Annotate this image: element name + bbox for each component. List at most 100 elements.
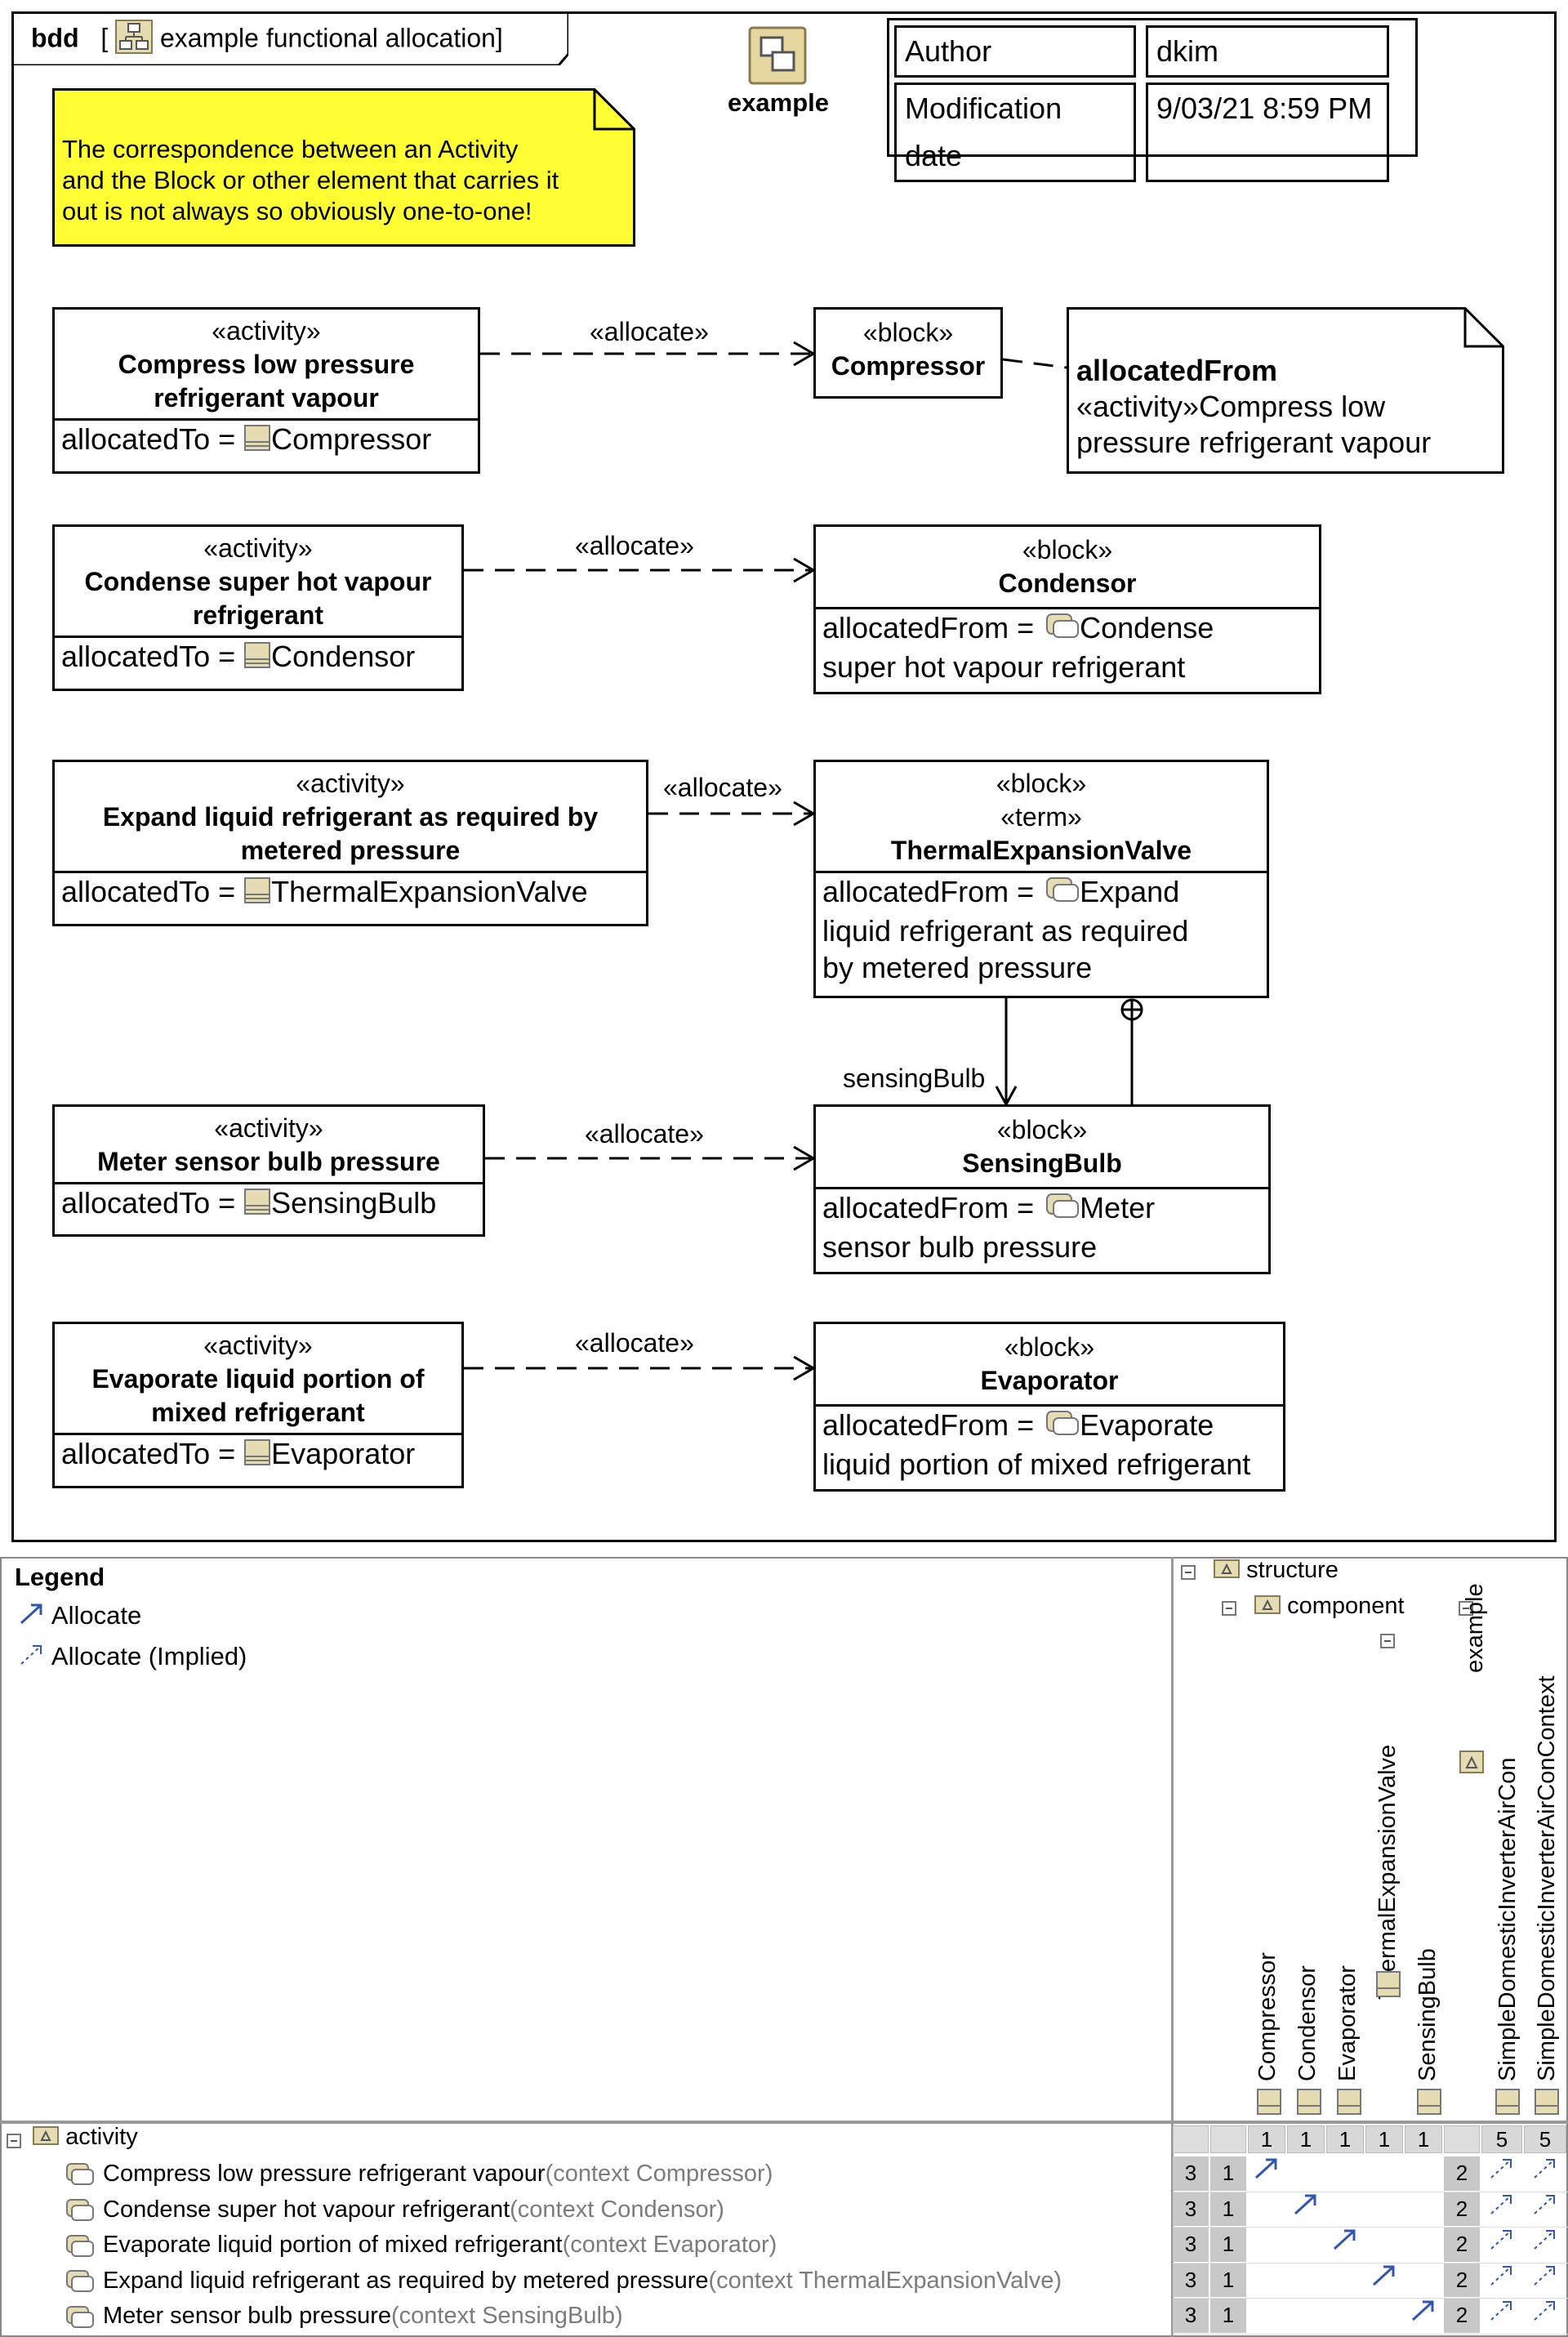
info-value: dkim — [1146, 25, 1389, 78]
matrix-cell[interactable] — [1248, 2156, 1285, 2191]
matrix-cell[interactable] — [1287, 2192, 1325, 2227]
activity-condense[interactable]: «activity» Condense super hot vapour ref… — [52, 524, 464, 691]
matrix-cell[interactable] — [1405, 2156, 1442, 2191]
matrix-cell[interactable]: 1 — [1210, 2299, 1246, 2333]
matrix-cell[interactable] — [1248, 2192, 1285, 2227]
matrix-cell[interactable] — [1481, 2192, 1522, 2227]
matrix-cell[interactable]: 1 — [1210, 2192, 1246, 2227]
matrix-cell[interactable] — [1365, 2228, 1403, 2262]
matrix-cell[interactable]: 2 — [1444, 2263, 1480, 2298]
matrix-cell[interactable] — [1326, 2156, 1364, 2191]
matrix-cell[interactable]: 1 — [1210, 2156, 1246, 2191]
matrix-cell[interactable] — [1287, 2228, 1325, 2262]
allocate-implied-arrow-icon — [1490, 2265, 1512, 2286]
matrix-cell[interactable] — [1248, 2228, 1285, 2262]
collapse-component-toggle[interactable] — [1222, 1601, 1236, 1616]
col-header-sensing-bulb[interactable]: SensingBulb — [1414, 1948, 1441, 2081]
matrix-cell[interactable]: 3 — [1173, 2263, 1209, 2298]
matrix-cell[interactable]: 3 — [1173, 2299, 1209, 2333]
matrix-cell[interactable] — [1524, 2263, 1566, 2298]
collapse-example-toggle[interactable] — [1459, 1601, 1473, 1616]
package-example-icon[interactable] — [746, 25, 808, 87]
matrix-cell[interactable]: 2 — [1444, 2299, 1480, 2333]
matrix-row-label[interactable]: Meter sensor bulb pressure(context Sensi… — [64, 2299, 623, 2335]
matrix-cell[interactable] — [1248, 2263, 1285, 2298]
activity-expand[interactable]: «activity» Expand liquid refrigerant as … — [52, 760, 648, 926]
matrix-total-cell: 1 — [1287, 2125, 1325, 2153]
matrix-cell[interactable]: 3 — [1173, 2228, 1209, 2262]
activity-name: mixed refrigerant — [151, 1398, 365, 1427]
col-header-thermal-expansion-valve[interactable]: ThermalExpansionValve — [1374, 1744, 1401, 2000]
matrix-row-label[interactable]: Evaporate liquid portion of mixed refrig… — [64, 2228, 777, 2263]
activity-meter[interactable]: «activity» Meter sensor bulb pressure al… — [52, 1104, 485, 1237]
block-evaporator[interactable]: «block» Evaporator allocatedFrom = Evapo… — [813, 1322, 1285, 1492]
collapse-activity-toggle[interactable] — [7, 2134, 21, 2148]
matrix-cell[interactable]: 1 — [1210, 2263, 1246, 2298]
matrix-cell[interactable] — [1287, 2263, 1325, 2298]
block-compressor[interactable]: «block» Compressor — [813, 307, 1003, 399]
legend-title: Legend — [15, 1563, 105, 1591]
matrix-cell[interactable] — [1405, 2228, 1442, 2262]
col-header-evaporator[interactable]: Evaporator — [1334, 1965, 1361, 2081]
matrix-cell[interactable] — [1405, 2299, 1442, 2333]
matrix-cell[interactable] — [1326, 2299, 1364, 2333]
col-header-aircon[interactable]: SimpleDomesticInverterAirCon — [1494, 1757, 1521, 2081]
col-header-example[interactable]: example — [1462, 1583, 1488, 1673]
block-condensor[interactable]: «block» Condensor allocatedFrom = Conden… — [813, 524, 1321, 694]
allocate-implied-arrow-icon — [1490, 2230, 1512, 2250]
activity-icon — [1042, 1192, 1080, 1229]
matrix-cell[interactable] — [1365, 2299, 1403, 2333]
collapse-structure-toggle[interactable] — [1181, 1565, 1196, 1580]
matrix-row-label[interactable]: Compress low pressure refrigerant vapour… — [64, 2156, 773, 2192]
matrix-cell[interactable]: 2 — [1444, 2228, 1480, 2262]
matrix-cell[interactable] — [1481, 2228, 1522, 2262]
allocate-implied-arrow-icon — [1534, 2194, 1555, 2214]
matrix-cell[interactable] — [1524, 2156, 1566, 2191]
matrix-cell[interactable] — [1287, 2156, 1325, 2191]
matrix-cell[interactable] — [1481, 2263, 1522, 2298]
comment-note[interactable]: The correspondence between an Activity a… — [52, 88, 635, 247]
allocate-label: «allocate» — [663, 773, 782, 802]
matrix-row-label[interactable]: Expand liquid refrigerant as required by… — [64, 2263, 1062, 2299]
matrix-cell[interactable] — [1405, 2263, 1442, 2298]
matrix-row-label[interactable]: Condense super hot vapour refrigerant(co… — [64, 2192, 724, 2228]
col-group-structure[interactable]: structure — [1214, 1557, 1339, 1585]
matrix-total-cell: 1 — [1405, 2125, 1442, 2153]
package-example-label[interactable]: example — [727, 88, 830, 117]
matrix-cell[interactable] — [1287, 2299, 1325, 2333]
allocation-matrix — [0, 1557, 1568, 2337]
block-icon — [1535, 2089, 1559, 2115]
matrix-cell[interactable]: 2 — [1444, 2156, 1480, 2191]
collapse-tev-toggle[interactable] — [1380, 1634, 1395, 1648]
matrix-cell[interactable]: 3 — [1173, 2192, 1209, 2227]
allocated-from-note[interactable]: allocatedFrom «activity»Compress low pre… — [1067, 307, 1504, 474]
matrix-cell[interactable] — [1405, 2192, 1442, 2227]
activity-icon — [66, 2163, 94, 2186]
activity-compress[interactable]: «activity» Compress low pressure refrige… — [52, 307, 480, 474]
matrix-cell[interactable]: 2 — [1444, 2192, 1480, 2227]
matrix-cell[interactable] — [1481, 2156, 1522, 2191]
col-header-compressor[interactable]: Compressor — [1254, 1952, 1281, 2081]
col-header-condensor[interactable]: Condensor — [1294, 1965, 1321, 2081]
matrix-cell[interactable] — [1365, 2156, 1403, 2191]
matrix-cell[interactable] — [1481, 2299, 1522, 2333]
matrix-cell[interactable]: 1 — [1210, 2228, 1246, 2262]
matrix-cell[interactable] — [1524, 2299, 1566, 2333]
info-row-modified: Modification date 9/03/21 8:59 PM — [889, 78, 1415, 187]
activity-evaporate[interactable]: «activity» Evaporate liquid portion of m… — [52, 1322, 464, 1488]
matrix-cell[interactable] — [1524, 2228, 1566, 2262]
block-thermal-expansion-valve[interactable]: «block» «term» ThermalExpansionValve all… — [813, 760, 1269, 998]
block-sensing-bulb[interactable]: «block» SensingBulb allocatedFrom = Mete… — [813, 1104, 1271, 1274]
matrix-cell[interactable] — [1365, 2263, 1403, 2298]
col-group-component[interactable]: component — [1254, 1593, 1405, 1621]
matrix-cell[interactable] — [1365, 2192, 1403, 2227]
row-group-activity[interactable]: activity — [33, 2124, 138, 2152]
matrix-cell[interactable] — [1326, 2263, 1364, 2298]
matrix-cell[interactable] — [1524, 2192, 1566, 2227]
matrix-cell[interactable] — [1326, 2192, 1364, 2227]
col-header-aircon-context[interactable]: SimpleDomesticInverterAirConContext — [1534, 1675, 1560, 2081]
matrix-cell[interactable]: 3 — [1173, 2156, 1209, 2191]
matrix-cell[interactable] — [1326, 2228, 1364, 2262]
matrix-cell[interactable] — [1248, 2299, 1285, 2333]
